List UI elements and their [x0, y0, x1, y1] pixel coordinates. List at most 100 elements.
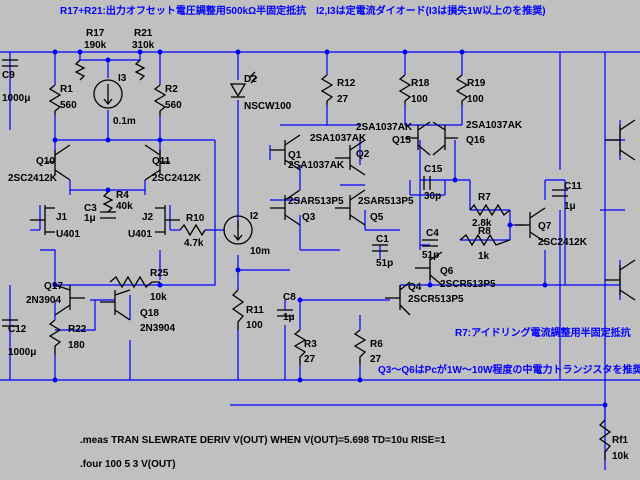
c3-name: C3: [84, 203, 97, 214]
i2-value: 10m: [250, 246, 270, 257]
i3-name: I3: [118, 73, 127, 84]
r11-value: 100: [246, 320, 263, 331]
resistor-r3-symbol: [293, 329, 307, 365]
d2-name: D2: [244, 74, 257, 85]
c1-name: C1: [376, 234, 389, 245]
r1-name: R1: [60, 84, 73, 95]
r4-name: R4: [116, 190, 129, 201]
q1-name: Q1: [288, 150, 302, 161]
transistor-q16-symbol: [432, 121, 458, 156]
wires: [0, 51, 640, 470]
r3-name: R3: [304, 339, 317, 350]
transistor-q3-symbol: [270, 189, 301, 226]
c9-value: 1000μ: [2, 93, 30, 104]
r17-value: 190k: [84, 40, 107, 51]
q7-name: Q7: [538, 221, 552, 232]
diode-d2-symbol: [229, 83, 247, 98]
transistor-q15-symbol: [405, 121, 431, 156]
r2-value: 560: [165, 100, 182, 111]
r8-name: R8: [478, 226, 491, 237]
c12-name: C12: [8, 324, 27, 335]
q11-name: Q11: [152, 156, 171, 167]
c15-name: C15: [424, 164, 443, 175]
q4-value: 2SCR513P5: [408, 294, 464, 305]
r7-value: 2.8k: [472, 218, 492, 229]
note-q3q6: Q3～Q6はPcが1W～10W程度の中電力トランジスタを推奨: [378, 363, 640, 376]
q6-name: Q6: [440, 266, 454, 277]
rf1-name: Rf1: [612, 435, 629, 446]
c4-name: C4: [426, 228, 439, 239]
i2-name: I2: [250, 211, 259, 222]
r18-value: 100: [411, 94, 428, 105]
r25-name: R25: [150, 268, 169, 279]
q10-name: Q10: [36, 156, 55, 167]
q4-name: Q4: [408, 282, 422, 293]
d2-value: NSCW100: [244, 101, 292, 112]
resistor-r10-symbol: [179, 223, 206, 237]
r8-value: 1k: [478, 251, 490, 262]
c11-name: C11: [564, 181, 582, 192]
r10-value: 4.7k: [184, 238, 204, 249]
resistor-r21-symbol: [134, 59, 146, 81]
resistor-r1-symbol: [48, 84, 62, 115]
resistor-r17-symbol: [74, 59, 86, 81]
q11-value: 2SC2412K: [152, 173, 202, 184]
q5-name: Q5: [370, 212, 384, 223]
q6-value: 2SCR513P5: [440, 279, 496, 290]
r22-value: 180: [68, 340, 85, 351]
r19-value: 100: [467, 94, 484, 105]
q18-name: Q18: [140, 308, 159, 319]
q3-value: 2SAR513P5: [288, 196, 344, 207]
c12-value: 1000μ: [8, 347, 36, 358]
transistor-q2-symbol: [335, 139, 366, 176]
r12-value: 27: [337, 94, 349, 105]
transistor-q6-symbol: [415, 251, 443, 286]
q17-name: Q17: [44, 281, 63, 292]
current-source-i3-symbol: [93, 79, 123, 109]
r10-name: R10: [186, 213, 205, 224]
r3-value: 27: [304, 354, 316, 365]
r21-value: 310k: [132, 40, 155, 51]
q10-value: 2SC2412K: [8, 173, 58, 184]
c9-name: C9: [2, 70, 15, 81]
resistor-r2-symbol: [153, 84, 167, 115]
resistor-r4-symbol: [102, 191, 114, 213]
c15-value: 30p: [424, 191, 441, 202]
r2-name: R2: [165, 84, 178, 95]
transistor-q11-symbol: [144, 144, 170, 181]
current-source-i2-symbol: [223, 215, 253, 245]
c1-value: 51p: [376, 258, 393, 269]
q2-type-top: 2SA1037AK: [356, 122, 413, 133]
j1-value: U401: [56, 229, 80, 240]
component-symbols: [2, 59, 636, 460]
i3-value: 0.1m: [113, 116, 136, 127]
resistor-r7-symbol: [469, 203, 511, 217]
transistor-out-lower-symbol: [605, 259, 636, 301]
transistor-q7-symbol: [515, 207, 546, 243]
note-top: R17+R21:出力オフセット電圧調整用500kΩ半固定抵抗 I2,I3は定電流…: [60, 4, 546, 17]
transistor-q10-symbol: [45, 144, 71, 181]
r4-value: 40k: [116, 201, 133, 212]
directive-four: .four 100 5 3 V(OUT): [80, 459, 176, 470]
r18-name: R18: [411, 78, 430, 89]
jfet-j2-symbol: [155, 205, 180, 235]
j1-name: J1: [56, 212, 68, 223]
q5-value: 2SAR513P5: [358, 196, 414, 207]
r22-name: R22: [68, 324, 87, 335]
resistor-r18-symbol: [398, 74, 412, 105]
q1-value: 2SA1037AK: [288, 160, 345, 171]
q17-value: 2N3904: [26, 295, 61, 306]
component-labels: R17 190k R21 310k C9 1000μ R1 560 I3 0.1…: [2, 28, 629, 462]
resistor-r22-symbol: [48, 319, 62, 355]
resistor-r19-symbol: [455, 74, 469, 105]
rf1-value: 10k: [612, 451, 629, 462]
r6-name: R6: [370, 339, 383, 350]
r7-name: R7: [478, 192, 491, 203]
resistor-rf1-symbol: [598, 419, 612, 460]
q3-name: Q3: [302, 212, 316, 223]
r12-name: R12: [337, 78, 356, 89]
q7-value: 2SC2412K: [538, 237, 588, 248]
r11-name: R11: [246, 305, 264, 316]
junction-dots: [52, 49, 608, 408]
